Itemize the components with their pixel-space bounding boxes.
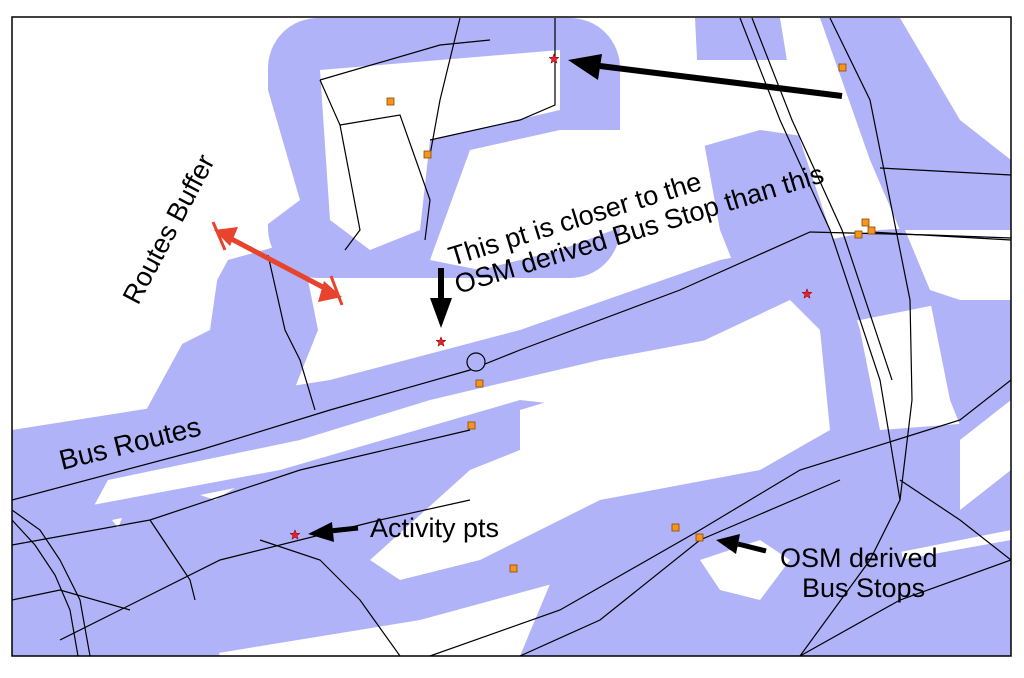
hole-top-center	[430, 120, 690, 270]
activity-point	[801, 288, 813, 299]
arrow-to-bus-stop	[716, 534, 767, 554]
road-lower-mid	[259, 539, 401, 656]
route-junction-node	[466, 352, 486, 372]
buffer-far-right-lower	[930, 300, 1011, 450]
bus-stop	[861, 218, 870, 227]
buffer-left-lower	[12, 530, 220, 656]
buffer-far-right	[820, 18, 1011, 260]
activity-point	[289, 529, 301, 540]
bus-stop	[509, 564, 518, 573]
activity-points-layer	[289, 53, 813, 540]
bus-stops-layer	[386, 63, 876, 573]
road-lower-right	[429, 379, 1011, 656]
road-right-lower-2	[899, 479, 1011, 561]
road-lower-right-2	[519, 479, 841, 656]
road-left-vertical	[267, 254, 316, 411]
road-bottom-right	[799, 559, 1011, 656]
hole-mid-left	[340, 280, 440, 340]
bus-stop	[867, 226, 876, 235]
annotation-arrows	[308, 54, 843, 554]
road-vertical-right-1	[739, 17, 901, 656]
map-border	[11, 16, 1012, 657]
hole-top-right	[660, 60, 830, 150]
bus-route-lower	[12, 429, 471, 546]
bus-stop	[838, 63, 847, 72]
road-top-left-vertical	[319, 79, 361, 251]
activity-point	[548, 53, 560, 64]
bus-stop	[386, 97, 395, 106]
road-top-left-box	[339, 114, 431, 241]
bus-stop	[475, 379, 484, 388]
hole-center	[370, 300, 830, 580]
road-bottom-left	[12, 589, 131, 611]
arrow-to-top-star	[568, 54, 843, 99]
label-activity-pts: Activity pts	[370, 513, 499, 543]
buffer-holes-layer	[12, 18, 1011, 600]
road-far-left-curve	[12, 509, 91, 656]
bus-route-main	[12, 231, 1011, 501]
hole-bottom-middle	[700, 540, 790, 600]
hole-tiny-left	[112, 518, 122, 528]
bus-stop	[423, 150, 432, 159]
hole-small-left	[200, 488, 235, 500]
hole-right-middle	[905, 230, 1011, 300]
road-vertical-right-3	[829, 17, 913, 501]
road-left-bottom	[149, 519, 196, 601]
label-osm-stops-2: Bus Stops	[802, 573, 925, 603]
buffer-left-branch	[12, 240, 318, 656]
road-top-diagonal	[429, 17, 461, 156]
arrow-to-activity-pt	[308, 522, 359, 542]
road-network-layer	[12, 17, 1011, 656]
arrow-to-middle-star	[430, 268, 452, 328]
bus-stop	[695, 533, 704, 542]
bus-stop	[467, 421, 476, 430]
label-osm-stops-1: OSM derived	[780, 543, 938, 573]
road-top-inner	[319, 39, 491, 81]
hole-top-left	[12, 18, 300, 420]
road-right-horizontal	[879, 167, 1011, 176]
hole-top	[320, 50, 560, 250]
road-right-to-east	[869, 231, 1011, 241]
buffer-width-arrow	[211, 221, 344, 306]
road-vertical-right-2	[751, 17, 893, 381]
road-far-left-curve-2	[12, 519, 79, 656]
hole-right-lower	[960, 400, 1011, 510]
bus-stop	[854, 230, 863, 239]
road-diagonal-lower	[59, 499, 471, 641]
activity-point	[435, 336, 447, 347]
bus-stop	[671, 523, 680, 532]
